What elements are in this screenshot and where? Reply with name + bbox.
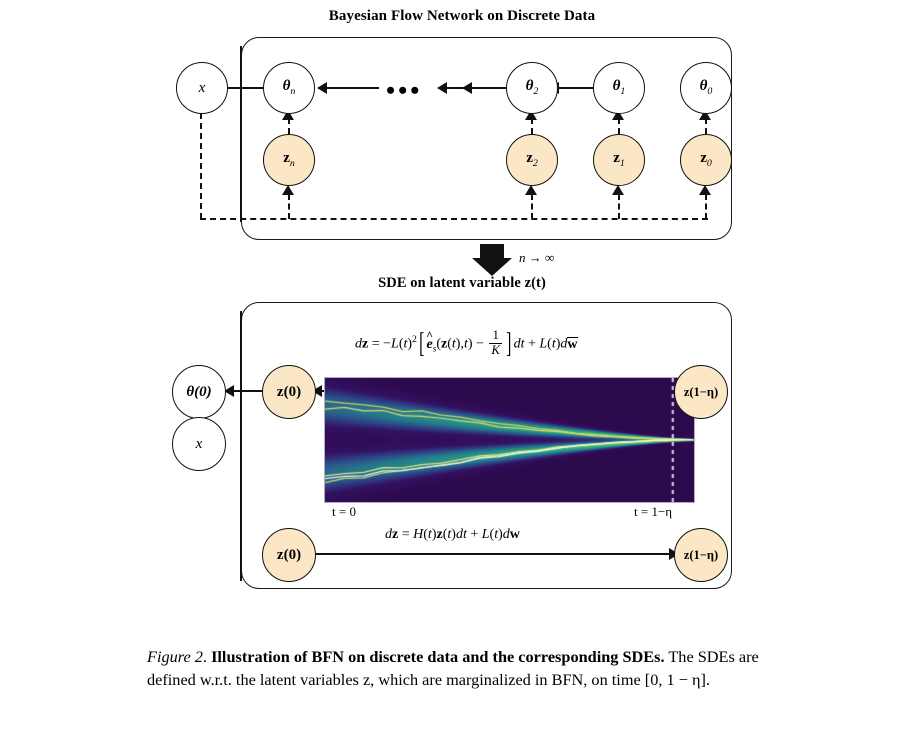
- arrowhead-theta0-sde: [224, 385, 234, 397]
- node-zend-bottom[interactable]: z(1−η): [674, 528, 728, 582]
- arrowhead-thetan: [317, 82, 327, 94]
- node-z-1[interactable]: z1: [593, 134, 645, 186]
- node-z-2-base: z: [526, 150, 533, 167]
- edge-theta1-theta2: [468, 87, 520, 89]
- edge-z0-theta0-sde: [232, 390, 266, 392]
- node-theta-0-base: θ: [699, 78, 708, 95]
- node-theta-zero-label: θ(0): [186, 383, 212, 400]
- edge-right-of-thetan: [345, 87, 379, 89]
- node-z-0-base: z: [700, 150, 707, 167]
- heatmap-canvas: [325, 378, 694, 502]
- arrowhead-feedback-z1: [612, 185, 624, 195]
- arrowhead-theta2: [462, 82, 472, 94]
- edge-zn-thetan: [288, 118, 290, 134]
- node-theta-2-sub: 2: [533, 86, 539, 98]
- node-z0-bottom[interactable]: z(0): [262, 528, 316, 582]
- arrowhead-z2-theta2: [525, 110, 537, 120]
- node-theta-0[interactable]: θ0: [680, 62, 732, 114]
- feedback-branch-zn: [288, 194, 290, 219]
- axis-label-t-end: t = 1−η: [634, 504, 673, 519]
- arrowhead-z0-theta0: [699, 110, 711, 120]
- arrowhead-z1-theta1: [612, 110, 624, 120]
- edge-z1-theta1: [618, 118, 620, 134]
- node-x-sde-label: x: [195, 435, 203, 452]
- node-theta-n[interactable]: θn: [263, 62, 315, 114]
- arrowhead-dots-left: [437, 82, 447, 94]
- chain-ellipsis: •••: [386, 76, 423, 105]
- edge-z0-zend-bottom: [316, 553, 676, 555]
- arrowhead-z0-sde: [312, 385, 322, 397]
- equation-forward-sde: dz = H(t)z(t)dt + L(t)dw: [385, 527, 520, 542]
- node-x-sde[interactable]: x: [172, 417, 226, 471]
- node-theta-2-base: θ: [525, 78, 534, 95]
- edge-thetan-in: [322, 87, 347, 89]
- arrowhead-feedback-zn: [282, 185, 294, 195]
- edge-theta0-theta1: [555, 87, 607, 89]
- node-x-top[interactable]: x: [176, 62, 228, 114]
- arrowhead-feedback-z0: [699, 185, 711, 195]
- node-zend-top-label: z(1−η): [683, 384, 719, 399]
- limit-arrow-label: n → ∞: [519, 250, 555, 265]
- node-z-n[interactable]: zn: [263, 134, 315, 186]
- feedback-branch-z1: [618, 194, 620, 219]
- top-panel-title: Bayesian Flow Network on Discrete Data: [328, 8, 596, 24]
- arrowhead-feedback-z2: [525, 185, 537, 195]
- node-theta-n-base: θ: [282, 78, 291, 95]
- node-z0-bottom-label: z(0): [276, 546, 302, 563]
- node-z-0-sub: 0: [706, 158, 712, 170]
- sde-panel-title: SDE on latent variable z(t): [378, 275, 546, 291]
- node-zend-bottom-label: z(1−η): [683, 547, 719, 562]
- node-z-n-sub: n: [289, 158, 295, 170]
- feedback-branch-z0: [705, 194, 707, 219]
- node-theta-0-sub: 0: [707, 86, 713, 98]
- node-z-2-sub: 2: [532, 158, 538, 170]
- node-z0-top[interactable]: z(0): [262, 365, 316, 419]
- node-zend-top[interactable]: z(1−η): [674, 365, 728, 419]
- node-z-1-base: z: [613, 150, 620, 167]
- feedback-dashed-from-x: [200, 113, 202, 219]
- axis-label-t-start: t = 0: [332, 504, 356, 519]
- node-theta-zero-sde[interactable]: θ(0): [172, 365, 226, 419]
- figure-caption: Figure 2. Illustration of BFN on discret…: [147, 647, 759, 690]
- node-z-2[interactable]: z2: [506, 134, 558, 186]
- caption-bold: Illustration of BFN on discrete data and…: [211, 647, 665, 666]
- node-x-top-label: x: [198, 79, 206, 96]
- node-z-0[interactable]: z0: [680, 134, 732, 186]
- edge-z2-theta2: [531, 118, 533, 134]
- edge-left-of-dots: [443, 87, 479, 89]
- node-theta-1-sub: 1: [620, 86, 626, 98]
- arrowhead-zn-thetan: [282, 110, 294, 120]
- feedback-dashed-line: [200, 218, 708, 220]
- node-z0-top-label: z(0): [276, 383, 302, 400]
- edge-thetan-x: [224, 87, 266, 89]
- feedback-branch-z2: [531, 194, 533, 219]
- node-z-n-base: z: [283, 150, 290, 167]
- sde-panel-left-vertical: [240, 311, 242, 581]
- node-z-1-sub: 1: [619, 158, 625, 170]
- node-theta-n-sub: n: [290, 86, 296, 98]
- caption-figure-number: Figure 2: [147, 647, 203, 666]
- node-theta-1-base: θ: [612, 78, 621, 95]
- node-theta-2[interactable]: θ2: [506, 62, 558, 114]
- sde-density-heatmap: [324, 377, 695, 503]
- node-theta-1[interactable]: θ1: [593, 62, 645, 114]
- edge-z0-theta0: [705, 118, 707, 134]
- panel-left-vertical: [240, 46, 242, 222]
- caption-rest: The SDEs are defined w.r.t. the latent v…: [147, 647, 759, 690]
